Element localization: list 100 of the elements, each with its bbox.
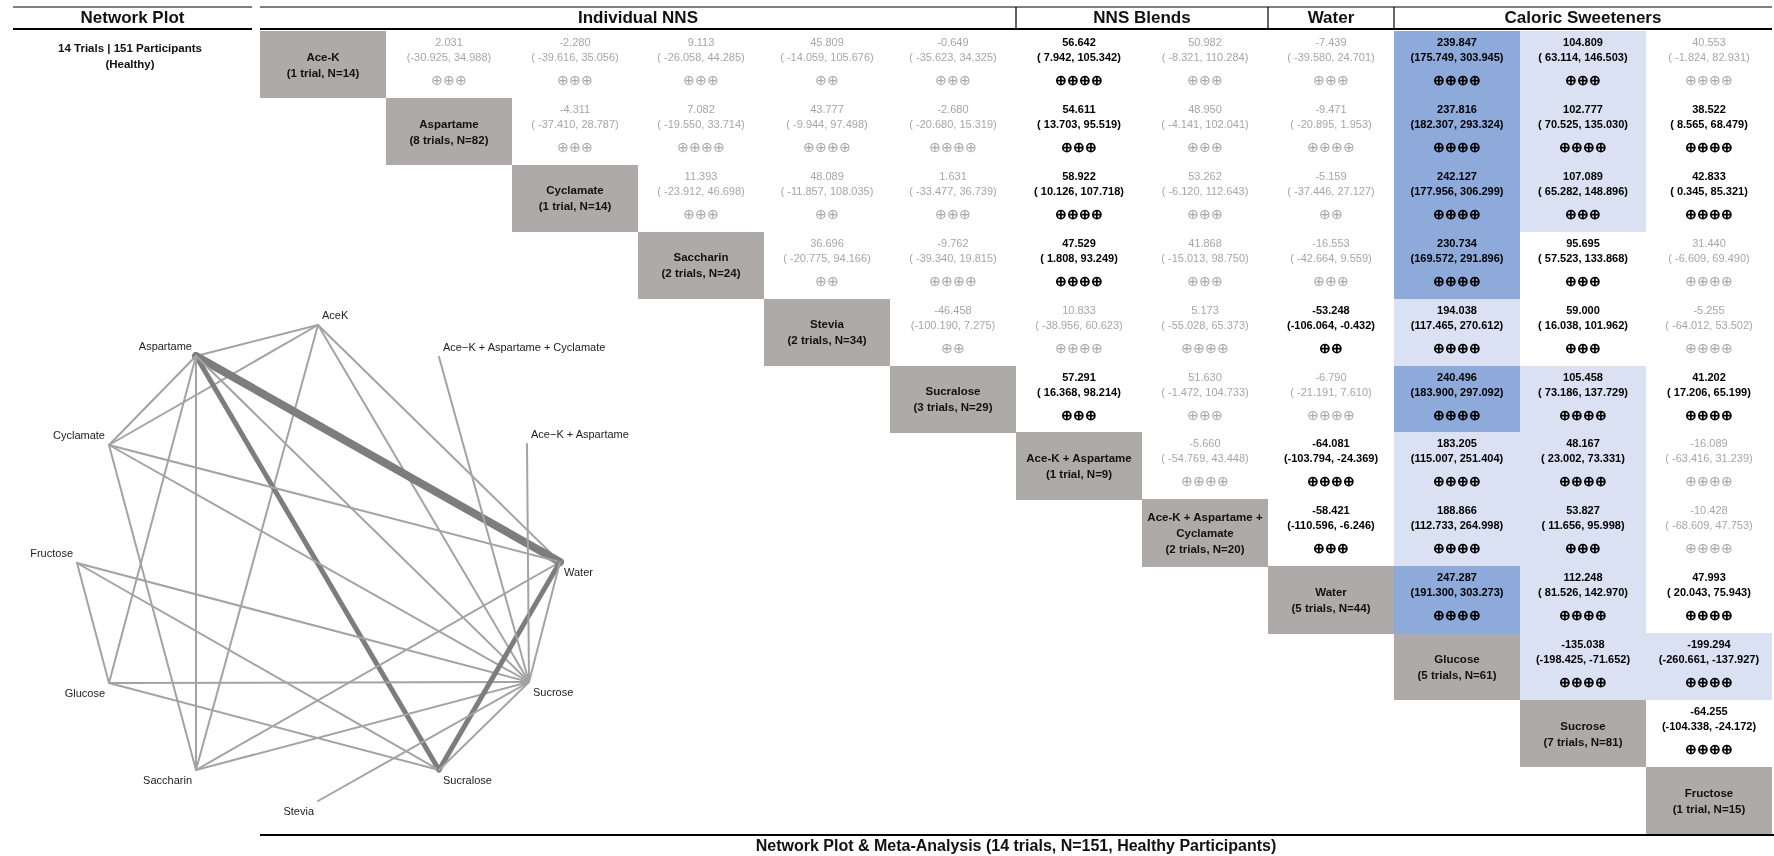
confidence-interval: (-103.794, -24.369) <box>1283 452 1379 465</box>
treatment-label: AceK <box>322 309 349 321</box>
effect-estimate: 2.031 <box>435 36 463 48</box>
effect-estimate: 239.847 <box>1437 36 1477 48</box>
confidence-interval: (169.572, 291.896) <box>1410 251 1504 264</box>
effect-estimate: -6.790 <box>1315 370 1347 383</box>
treatment-box <box>1016 432 1142 500</box>
treatment-box <box>638 231 764 300</box>
effect-estimate: -5.255 <box>1693 303 1725 316</box>
certainty-rating: ⊕⊕⊕⊕ <box>1685 674 1733 691</box>
network-edge <box>195 324 319 771</box>
certainty-rating: ⊕⊕⊕⊕ <box>929 272 977 289</box>
column-group-header: Caloric Sweeteners <box>1504 8 1662 28</box>
effect-estimate: 237.816 <box>1437 102 1477 115</box>
treatment-box <box>1142 499 1268 567</box>
confidence-interval: ( -64.012, 53.502) <box>1665 318 1753 331</box>
certainty-rating: ⊕⊕⊕⊕ <box>1559 473 1607 490</box>
effect-estimate: -199.294 <box>1687 638 1731 651</box>
confidence-interval: (175.749, 303.945) <box>1410 51 1504 63</box>
confidence-interval: ( -1.472, 104.733) <box>1161 385 1249 398</box>
certainty-rating: ⊕⊕⊕ <box>1313 72 1349 88</box>
trial-count: (5 trials, N=61) <box>1417 667 1497 683</box>
effect-estimate: -16.089 <box>1690 437 1728 450</box>
confidence-interval: (177.956, 306.299) <box>1410 184 1504 197</box>
certainty-rating: ⊕⊕⊕ <box>1187 272 1223 289</box>
treatment-box <box>890 365 1016 433</box>
effect-estimate: 112.248 <box>1563 571 1603 584</box>
effect-estimate: 38.522 <box>1692 102 1726 115</box>
trial-count: (2 trials, N=34) <box>787 333 867 349</box>
certainty-rating: ⊕⊕⊕ <box>1313 272 1349 289</box>
certainty-rating: ⊕⊕⊕ <box>1313 540 1349 557</box>
confidence-interval: (-110.596, -6.246) <box>1287 519 1375 532</box>
certainty-rating: ⊕⊕⊕⊕ <box>929 138 977 155</box>
treatment-box <box>1394 633 1520 701</box>
certainty-rating: ⊕⊕⊕⊕ <box>1559 674 1607 691</box>
confidence-interval: ( 7.942, 105.342) <box>1037 51 1121 63</box>
confidence-interval: (191.300, 303.273) <box>1410 586 1504 599</box>
effect-estimate: 247.287 <box>1437 571 1477 584</box>
treatment-name: Ace-K <box>306 49 340 65</box>
confidence-interval: ( 23.002, 73.331) <box>1541 452 1625 465</box>
trial-count: (7 trials, N=81) <box>1543 734 1623 750</box>
certainty-rating: ⊕⊕⊕⊕ <box>1055 339 1103 356</box>
treatment-label: Saccharin <box>143 774 192 786</box>
confidence-interval: ( 57.523, 133.868) <box>1538 251 1628 264</box>
certainty-rating: ⊕⊕⊕⊕ <box>1433 272 1481 289</box>
certainty-rating: ⊕⊕⊕ <box>557 138 593 155</box>
trial-count: (1 trial, N=9) <box>1045 467 1113 483</box>
confidence-interval: ( -38.956, 60.623) <box>1035 318 1123 331</box>
certainty-rating: ⊕⊕⊕⊕ <box>1685 607 1733 624</box>
certainty-rating: ⊕⊕⊕ <box>683 205 719 222</box>
effect-estimate: 10.833 <box>1062 303 1096 316</box>
certainty-rating: ⊕⊕⊕⊕ <box>1181 473 1229 490</box>
effect-estimate: 58.922 <box>1062 169 1096 182</box>
certainty-rating: ⊕⊕⊕⊕ <box>1055 72 1103 88</box>
confidence-interval: ( 16.038, 101.962) <box>1538 318 1628 331</box>
effect-estimate: 48.950 <box>1188 102 1222 115</box>
certainty-rating: ⊕⊕⊕ <box>557 72 593 88</box>
confidence-interval: ( 0.345, 85.321) <box>1670 184 1748 197</box>
treatment-box <box>1520 700 1646 768</box>
certainty-rating: ⊕⊕⊕⊕ <box>1055 272 1103 289</box>
certainty-rating: ⊕⊕⊕ <box>1187 205 1223 222</box>
confidence-interval: ( -1.824, 82.931) <box>1668 51 1750 63</box>
certainty-rating: ⊕⊕⊕ <box>431 72 467 88</box>
certainty-rating: ⊕⊕⊕⊕ <box>1433 607 1481 624</box>
effect-estimate: -9.762 <box>937 236 969 249</box>
effect-estimate: 194.038 <box>1437 303 1477 316</box>
certainty-rating: ⊕⊕ <box>815 205 839 222</box>
effect-estimate: -46.458 <box>934 303 972 316</box>
trial-count: (1 trial, N=14) <box>538 199 612 215</box>
figure-caption: Network Plot & Meta-Analysis (14 trials, N=151, Healthy Participants) <box>755 837 1277 855</box>
confidence-interval: ( 1.808, 93.249) <box>1040 251 1118 264</box>
effect-estimate: 36.696 <box>810 236 844 249</box>
network-edge <box>76 562 440 771</box>
treatment-name: Sucralose <box>925 384 981 400</box>
confidence-interval: ( 63.114, 146.503) <box>1538 51 1628 63</box>
certainty-rating: ⊕⊕⊕⊕ <box>1559 607 1607 624</box>
certainty-rating: ⊕⊕⊕⊕ <box>1055 205 1103 222</box>
trial-count: (2 trials, N=24) <box>661 266 741 282</box>
certainty-rating: ⊕⊕⊕⊕ <box>1307 473 1355 490</box>
effect-estimate: 104.809 <box>1563 36 1603 48</box>
treatment-box <box>512 164 638 233</box>
effect-estimate: 56.642 <box>1062 36 1096 48</box>
confidence-interval: ( -63.416, 31.239) <box>1665 452 1753 465</box>
network-edge <box>195 355 197 771</box>
certainty-rating: ⊕⊕⊕⊕ <box>1685 339 1733 356</box>
confidence-interval: ( -21.191, 7.610) <box>1290 385 1372 398</box>
certainty-rating: ⊕⊕⊕⊕ <box>1433 406 1481 423</box>
trial-count: (3 trials, N=29) <box>913 400 993 416</box>
effect-estimate: 5.173 <box>1191 303 1219 316</box>
certainty-rating: ⊕⊕ <box>941 339 965 356</box>
confidence-interval: ( -54.769, 43.448) <box>1161 452 1249 465</box>
effect-estimate: -9.471 <box>1315 102 1347 115</box>
effect-estimate: 41.202 <box>1692 370 1726 383</box>
certainty-rating: ⊕⊕⊕⊕ <box>1181 339 1229 356</box>
certainty-rating: ⊕⊕⊕⊕ <box>1433 205 1481 222</box>
treatment-label: Glucose <box>64 687 105 699</box>
effect-estimate: 45.809 <box>810 36 844 48</box>
effect-estimate: -4.311 <box>559 102 591 115</box>
confidence-interval: ( -6.609, 69.490) <box>1668 251 1750 264</box>
confidence-interval: (-198.425, -71.652) <box>1535 653 1631 666</box>
